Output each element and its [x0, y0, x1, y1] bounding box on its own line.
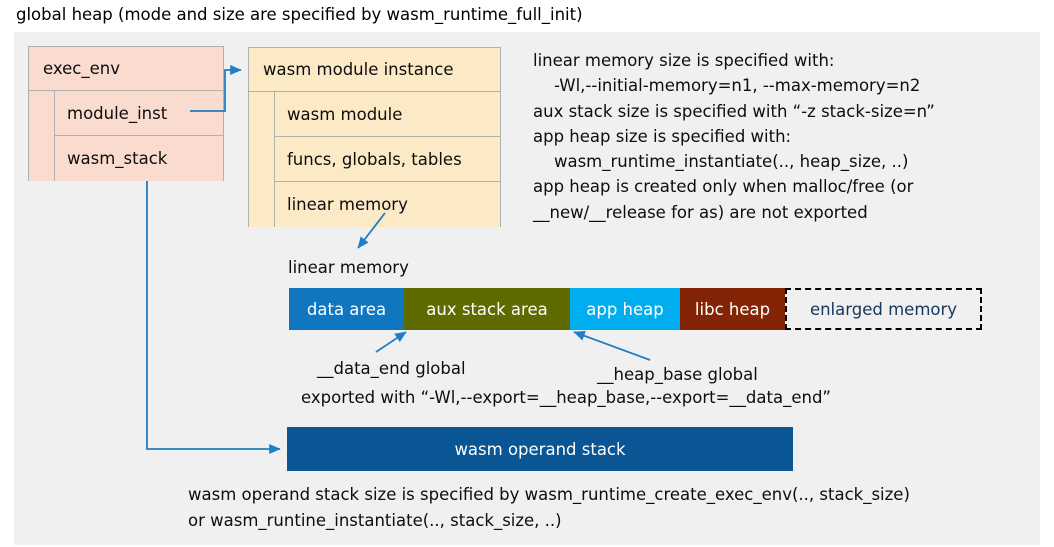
wasm-operand-stack-bar: wasm operand stack: [287, 427, 793, 471]
exec-env-field-module-inst: module_inst: [55, 91, 223, 136]
memory-segment-libc-heap: libc heap: [680, 288, 785, 330]
exec-env-body: module_inst wasm_stack: [29, 91, 223, 181]
annotation-data-end: __data_end global: [317, 359, 466, 378]
exec-env-fields: module_inst wasm_stack: [55, 91, 223, 181]
page-title: global heap (mode and size are specified…: [16, 5, 583, 24]
module-instance-field-wasm-module: wasm module: [275, 92, 500, 137]
module-instance-fields: wasm module funcs, globals, tables linea…: [275, 92, 500, 227]
exec-env-gutter: [29, 91, 55, 181]
module-instance-field-funcs-globals-tables: funcs, globals, tables: [275, 137, 500, 182]
module-instance-field-linear-memory: linear memory: [275, 182, 500, 227]
memory-segment-app-heap: app heap: [570, 288, 680, 330]
module-instance-gutter: [249, 92, 275, 227]
wasm-module-instance-box: wasm module instance wasm module funcs, …: [248, 47, 501, 227]
linear-memory-caption: linear memory: [288, 258, 409, 277]
module-instance-header: wasm module instance: [249, 48, 500, 92]
annotation-exported-with: exported with “-Wl,--export=__heap_base,…: [301, 388, 831, 407]
module-instance-body: wasm module funcs, globals, tables linea…: [249, 92, 500, 227]
exec-env-field-wasm-stack: wasm_stack: [55, 136, 223, 181]
linear-memory-bar: data area aux stack area app heap libc h…: [289, 288, 982, 330]
annotation-heap-base: __heap_base global: [597, 365, 758, 384]
linear-memory-notes: linear memory size is specified with: -W…: [533, 51, 935, 222]
memory-segment-data-area: data area: [289, 288, 404, 330]
exec-env-box: exec_env module_inst wasm_stack: [28, 46, 224, 181]
exec-env-header: exec_env: [29, 47, 223, 91]
memory-segment-aux-stack-area: aux stack area: [404, 288, 570, 330]
memory-segment-enlarged-memory: enlarged memory: [785, 288, 982, 330]
operand-stack-notes: wasm operand stack size is specified by …: [188, 485, 910, 530]
